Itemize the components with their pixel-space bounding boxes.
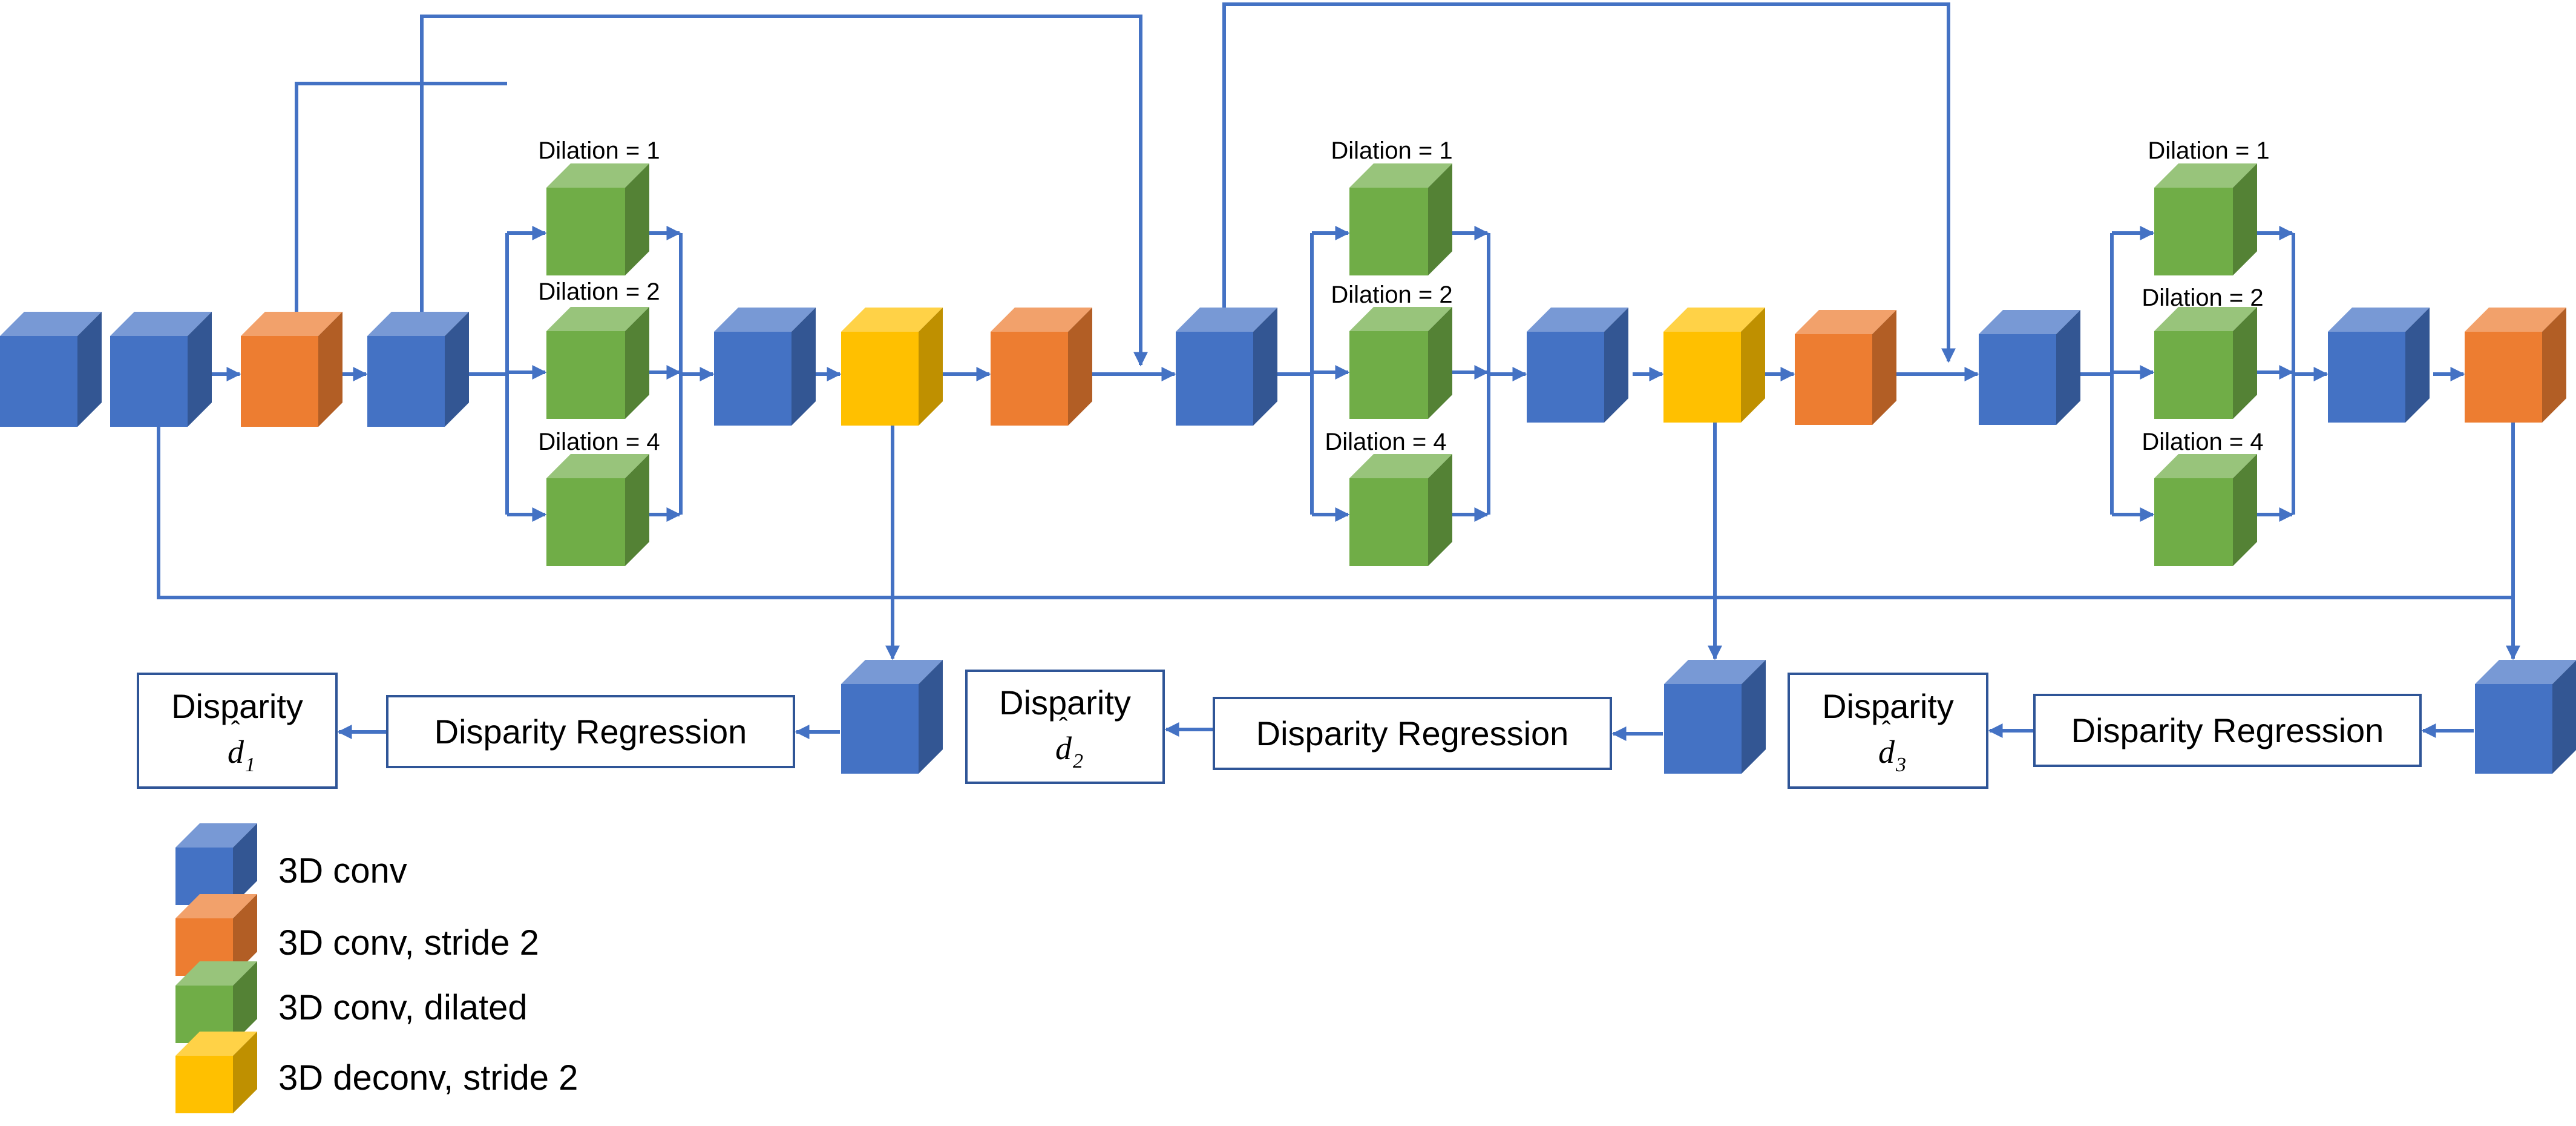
legend-swatch-conv [175, 823, 257, 905]
disparity-symbol-1: d [228, 734, 244, 770]
skip-conv5-to-conv7 [1222, 2, 1956, 363]
legend-label-deconv-stride2: 3D deconv, stride 2 [278, 1058, 578, 1098]
disparity-symbol-3: d [1878, 734, 1895, 770]
block-conv-6 [1527, 308, 1628, 423]
hat-mark-1: ˆ [231, 716, 240, 746]
skip-stride1-to-branch-a [295, 82, 507, 336]
output-branch-1: Disparity Regression Disparity d 1 ˆ [137, 673, 795, 789]
dilation-label-2b: Dilation = 2 [1331, 282, 1452, 308]
block-conv-stride2-2 [991, 308, 1092, 426]
disparity-symbol-2: d [1055, 730, 1072, 766]
block-output-conv-2 [1664, 660, 1766, 774]
legend-label-conv-dilated: 3D conv, dilated [278, 988, 528, 1027]
skip-conv2-to-output3 [157, 427, 2520, 660]
block-conv-3 [367, 312, 469, 427]
legend: 3D conv 3D conv, stride 2 3D conv, dilat… [278, 851, 578, 1098]
block-dilated-4b [1349, 454, 1452, 566]
block-dilated-4c [2154, 454, 2257, 566]
block-dilated-4a [546, 454, 649, 566]
output-branch-3: Disparity Regression Disparity d 3 ˆ [1788, 673, 2422, 789]
legend-swatch-conv-dilated [175, 961, 257, 1043]
block-conv-8 [2328, 308, 2430, 423]
disparity-regression-label-3: Disparity Regression [2071, 711, 2384, 749]
block-conv-stride2-3 [1795, 310, 1896, 425]
hat-mark-3: ˆ [1882, 716, 1891, 746]
disparity-regression-label-1: Disparity Regression [434, 713, 747, 751]
dilation-label-4a: Dilation = 4 [538, 429, 660, 455]
dilation-labels: Dilation = 1 Dilation = 2 Dilation = 4 D… [538, 137, 2269, 455]
legend-label-conv: 3D conv [278, 851, 407, 891]
disparity-subscript-1: 1 [245, 754, 255, 776]
disparity-subscript-3: 3 [1895, 754, 1906, 776]
dilation-label-4b: Dilation = 4 [1325, 429, 1446, 455]
disparity-label-1: Disparity [171, 687, 303, 725]
block-output-conv-1 [841, 660, 943, 774]
output-branch-2: Disparity Regression Disparity d 2 ˆ [965, 670, 1612, 784]
disparity-label-2: Disparity [999, 683, 1131, 722]
dilation-label-2a: Dilation = 2 [538, 278, 660, 305]
block-dilated-1a [546, 163, 649, 275]
layer-blocks [0, 163, 2576, 1113]
block-conv-2 [110, 312, 212, 427]
dilation-label-1c: Dilation = 1 [2148, 137, 2269, 164]
block-dilated-1b [1349, 163, 1452, 275]
dilation-label-4c: Dilation = 4 [2142, 429, 2263, 455]
block-conv-stride2-1 [241, 312, 342, 427]
hat-mark-2: ˆ [1059, 713, 1068, 742]
block-dilated-2b [1349, 307, 1452, 419]
skip-conv3-to-conv5 [420, 15, 1148, 367]
disparity-regression-label-2: Disparity Regression [1256, 714, 1569, 752]
disparity-output-box-1 [137, 673, 338, 789]
dilation-label-1a: Dilation = 1 [538, 137, 660, 164]
block-conv-4 [714, 308, 816, 426]
block-dilated-1c [2154, 163, 2257, 275]
disparity-regression-box-2 [1213, 697, 1612, 770]
block-dilated-2c [2154, 307, 2257, 419]
disparity-regression-box-3 [2033, 694, 2422, 767]
connection-arrows [157, 2, 2520, 741]
dilation-label-1b: Dilation = 1 [1331, 137, 1452, 164]
disparity-subscript-2: 2 [1073, 750, 1083, 772]
block-deconv-1 [841, 308, 943, 426]
block-deconv-2 [1663, 308, 1765, 423]
disparity-output-box-2 [965, 670, 1165, 784]
disparity-label-3: Disparity [1822, 687, 1954, 725]
legend-swatch-deconv-stride2 [175, 1032, 257, 1113]
block-conv-stride2-4 [2465, 308, 2566, 423]
dilation-label-2c: Dilation = 2 [2142, 285, 2263, 311]
block-conv-5 [1176, 308, 1277, 426]
block-output-conv-3 [2475, 660, 2576, 774]
disparity-regression-box-1 [386, 695, 795, 768]
block-conv-7 [1979, 310, 2080, 425]
block-dilated-2a [546, 307, 649, 419]
block-conv-1 [0, 312, 102, 427]
disparity-output-box-3 [1788, 673, 1988, 789]
legend-label-conv-stride2: 3D conv, stride 2 [278, 923, 539, 963]
